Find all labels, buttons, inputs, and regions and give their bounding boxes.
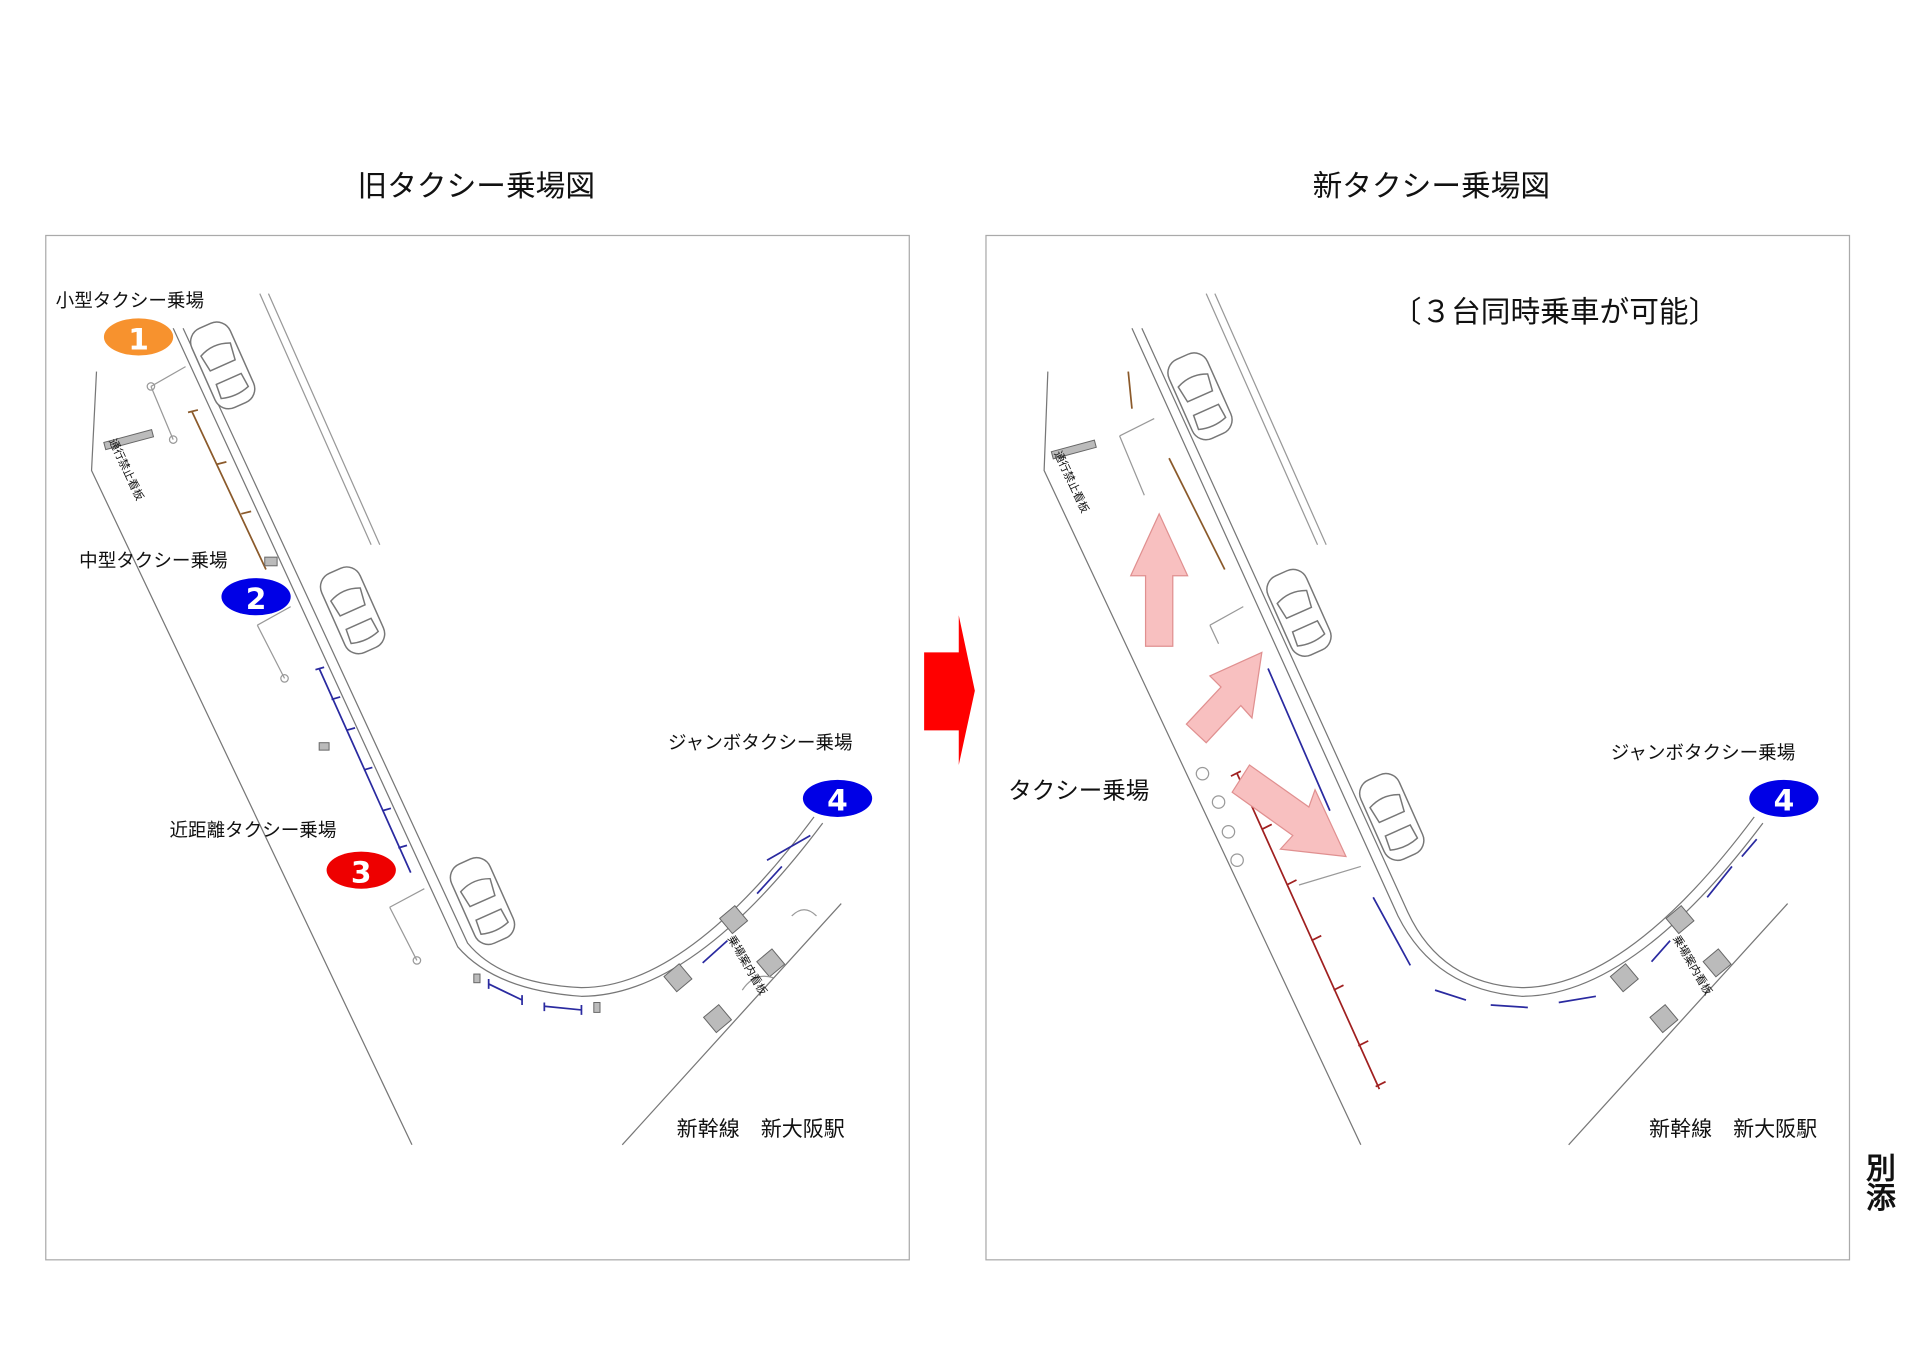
old-map-title: 旧タクシー乗場図 xyxy=(358,169,596,204)
marker-3 xyxy=(326,851,396,889)
marker-2 xyxy=(221,578,291,616)
new-map-title: 新タクシー乗場図 xyxy=(1313,169,1550,204)
station-label: 新幹線 新大阪駅 xyxy=(677,1116,845,1141)
up-arrow-icon xyxy=(1129,512,1189,647)
attachment-label: 別添 xyxy=(1860,1152,1895,1212)
old-map-drawing: 通行禁止看板 乗場案内看板 xyxy=(90,293,842,1146)
short-distance-taxi-label: 近距離タクシー乗場 xyxy=(169,821,336,842)
simultaneous-boarding-note: 〔３台同時乗車が可能〕 xyxy=(1392,295,1719,330)
svg-text:2: 2 xyxy=(246,582,267,617)
transition-arrow-icon xyxy=(924,615,975,765)
svg-text:4: 4 xyxy=(827,784,848,819)
small-taxi-label: 小型タクシー乗場 xyxy=(56,291,204,312)
diagonal-down-arrow-icon xyxy=(1231,764,1348,858)
taxi-stand-label: タクシー乗場 xyxy=(1008,776,1149,804)
svg-text:4: 4 xyxy=(1774,784,1795,819)
jumbo-taxi-label: ジャンボタクシー乗場 xyxy=(668,733,853,754)
diagonal-up-arrow-icon xyxy=(1185,651,1263,744)
new-jumbo-taxi-label: ジャンボタクシー乗場 xyxy=(1611,743,1796,764)
svg-text:3: 3 xyxy=(351,856,372,891)
marker-4 xyxy=(802,779,873,817)
old-map-panel xyxy=(45,234,910,1261)
new-marker-4 xyxy=(1749,779,1819,817)
medium-taxi-label: 中型タクシー乗場 xyxy=(79,551,227,572)
marker-1 xyxy=(103,318,174,356)
new-station-label: 新幹線 新大阪駅 xyxy=(1649,1116,1817,1141)
new-map-panel xyxy=(985,234,1851,1261)
svg-text:1: 1 xyxy=(128,322,149,357)
